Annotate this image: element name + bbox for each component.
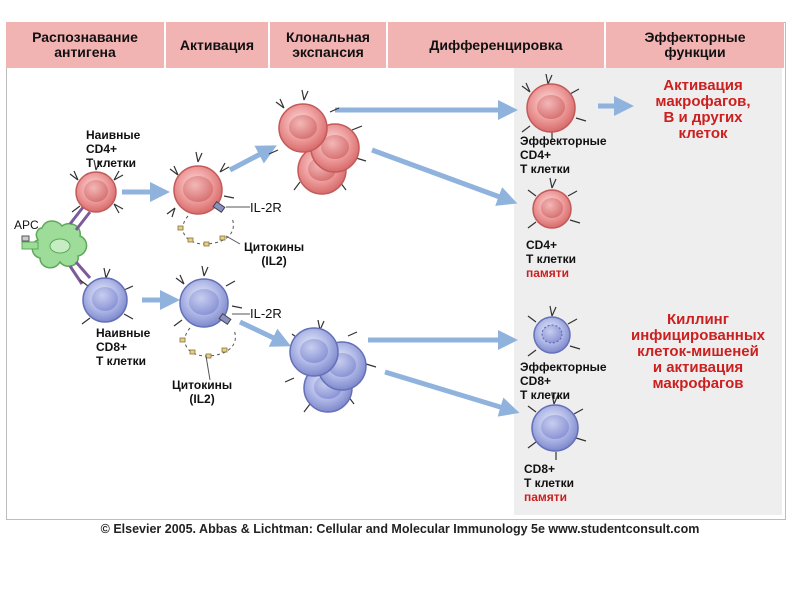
arrow-activated-cd8-to-expansion	[238, 319, 292, 347]
effector-cd8-cell	[527, 305, 581, 357]
effector-cd8-label: Эффекторные CD8+ Т клетки	[520, 360, 607, 402]
cd8-clonal-cells	[284, 319, 377, 413]
header-recognition: Распознавание антигена	[6, 22, 166, 68]
cytokine-pointer-top	[225, 235, 241, 245]
memory-cd4-label: CD4+ Т клетки	[526, 238, 577, 266]
cd4-effector-function-text: Активация макрофагов, В и других клеток	[655, 77, 751, 142]
header-differentiation: Дифференцировка	[388, 22, 606, 68]
cytokines-label-top: Цитокины (IL2)	[244, 240, 305, 268]
naive-cd8-label: Наивные CD8+ Т клетки	[96, 326, 151, 368]
naive-cd4-cell	[69, 159, 124, 214]
effector-cd4-cell	[521, 73, 587, 140]
il2r-label-top: IL-2R	[250, 200, 282, 215]
naive-cd4-label: Наивные CD4+ Т клетки	[86, 128, 141, 170]
apc-label: APC	[14, 218, 39, 232]
header-effector-functions: Эффекторные функции	[606, 22, 784, 68]
naive-cd8-cell	[79, 267, 134, 325]
activated-cd4-cell	[166, 151, 235, 247]
arrow-cd4-clones-to-memory	[371, 147, 518, 206]
memory-cd8-label: CD8+ Т клетки	[524, 462, 575, 490]
cytokines-label-bottom: Цитокины (IL2)	[172, 378, 233, 406]
arrow-activated-cd4-to-expansion	[228, 145, 277, 173]
cd8-effector-function-text: Киллинг инфицированных клеток-мишеней и …	[630, 311, 766, 392]
effector-cd4-label: Эффекторные CD4+ Т клетки	[520, 134, 607, 176]
arrows	[122, 96, 634, 417]
apc-cell	[21, 205, 92, 285]
memory-cd8-cell	[527, 393, 587, 460]
cytokine-pointer-bottom	[205, 355, 211, 381]
activated-cd8-cell	[173, 265, 243, 359]
memory-cd8-word: памяти	[524, 490, 568, 504]
header-clonal-expansion: Клональная экспансия	[270, 22, 388, 68]
header-activation: Активация	[166, 22, 270, 68]
il2r-label-bottom: IL-2R	[250, 306, 282, 321]
arrow-cd8-clones-to-memory	[384, 369, 520, 417]
memory-cd4-word: памяти	[526, 266, 570, 280]
cd4-clonal-cells	[268, 89, 367, 195]
memory-cd4-cell	[527, 177, 581, 229]
copyright-notice: © Elsevier 2005. Abbas & Lichtman: Cellu…	[100, 522, 700, 536]
